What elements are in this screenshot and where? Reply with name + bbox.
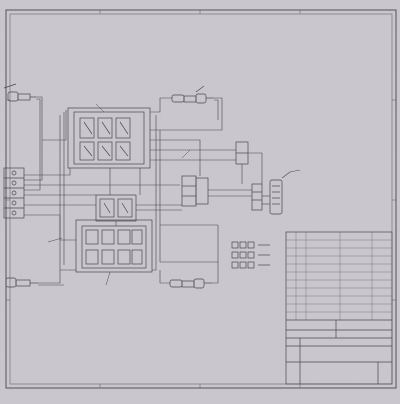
inner-border: [9, 13, 393, 385]
connector-bottom-left: [5, 277, 38, 288]
connector-right: [269, 171, 291, 215]
connector-top-right: [171, 85, 214, 104]
outer-border: [5, 9, 397, 389]
right-terminal-blocks: [181, 141, 263, 211]
border-zone-ticks: [6, 10, 396, 388]
leader-lines: [47, 103, 301, 286]
relay-assembly-top: [67, 107, 151, 169]
wiring-harness: [24, 96, 270, 286]
revision-table: [286, 232, 392, 320]
central-switch-block: [95, 194, 137, 222]
relay-assembly-bottom: [75, 219, 153, 273]
title-block: [285, 231, 393, 385]
connector-top-left: [3, 83, 36, 102]
left-terminal-strip: [3, 167, 25, 219]
connector-bottom-right: [169, 278, 212, 289]
symbol-legend: [231, 241, 270, 269]
